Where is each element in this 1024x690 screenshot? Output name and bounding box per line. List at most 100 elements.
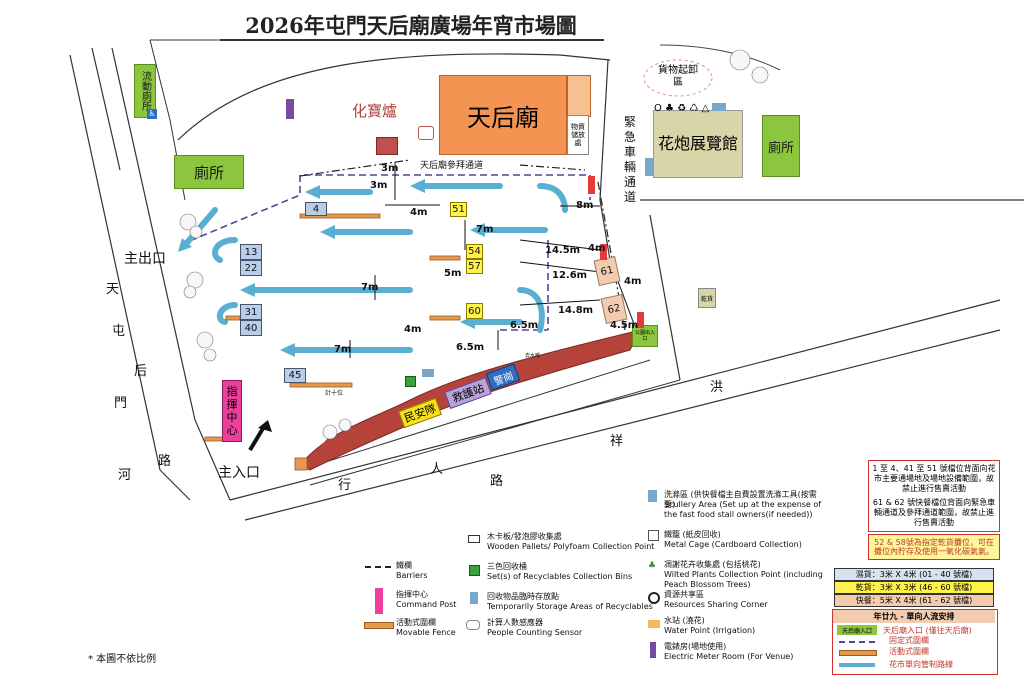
legend-fence-swatch <box>364 622 394 629</box>
note-fast: 快餐：5米 X 4米 (61 - 62 號檔) <box>834 594 994 607</box>
map-title: 2026年屯門天后廟廣場年宵市場圖 <box>245 13 577 38</box>
legend-share-en: Resources Sharing Corner <box>664 600 768 609</box>
legend-command-zh: 指揮中心 <box>396 590 428 599</box>
title-underline <box>220 39 604 41</box>
legend-meter-en: Electric Meter Room (For Venue) <box>664 652 794 661</box>
legend-water-zh: 水站 (澆花) <box>664 616 705 625</box>
tin-hau-temple: 天后廟 <box>439 75 567 155</box>
note-dry: 乾貨：3米 X 3米 (46 - 60 號檔) <box>834 581 994 594</box>
unloading-area: 貨物起卸區 <box>658 65 698 88</box>
legend-storage-icon <box>470 592 478 604</box>
accessible-icon: ♿ <box>147 109 157 119</box>
water-label: 去水喉 <box>525 353 541 359</box>
legend-meter-icon <box>650 642 656 658</box>
dim: 4m <box>410 207 428 218</box>
meter-room <box>286 99 294 119</box>
storage-marker <box>645 158 653 176</box>
road-hungcheung-3: 路 <box>490 474 504 489</box>
road-river-1: 天 <box>106 282 120 297</box>
road-river-3: 門 <box>114 396 128 411</box>
counter-label: 計十位 <box>325 390 344 397</box>
legend-wilted-zh: 凋謝花卉收集處 (包括桃花) <box>664 560 761 569</box>
stall[interactable]: 45 <box>284 368 306 383</box>
furnace <box>376 137 398 155</box>
recycle-area-icon <box>418 126 434 140</box>
stall[interactable]: 40 <box>240 320 262 336</box>
dim: 8m <box>576 200 594 211</box>
legend-pallet-zh: 木卡板/發泡膠收集處 <box>487 532 562 541</box>
stall[interactable]: 60 <box>466 303 483 319</box>
note-wet: 濕貨：3米 X 4米 (01 - 40 號檔) <box>834 568 994 581</box>
stall[interactable]: 54 <box>466 244 483 259</box>
dim: 12.6m <box>552 270 588 281</box>
flow-entry-swatch: 天后廟入口 <box>837 625 877 635</box>
dim: 5m <box>444 268 462 279</box>
flower-exhibition-hall: 花炮展覽館 <box>653 110 743 178</box>
mobile-toilet: 流動廁所 <box>134 64 156 118</box>
flow-movable-label: 活動式圍欄 <box>889 647 929 656</box>
flow-legend: 年廿九 - 單向人流安排 天后廟入口 天后廟入口 (僅往天后廟) 固定式圍欄 活… <box>832 609 998 675</box>
command-post: 指揮中心 <box>222 380 242 442</box>
legend-wilted-icon: ♣ <box>648 561 657 571</box>
dim: 3m <box>381 163 399 174</box>
legend-share-zh: 資源共享區 <box>664 590 704 599</box>
park-entrance: 公園出入口 <box>632 325 658 347</box>
flow-movable-swatch <box>839 650 877 656</box>
notes-red-text: 1 至 4、41 至 51 號檔位背面向花市主要通場地及場地設備範圍，故禁止進行… <box>872 464 996 493</box>
stall[interactable]: 31 <box>240 304 262 320</box>
legend-sensor-icon <box>466 620 480 630</box>
road-river-4: 河 <box>118 468 132 483</box>
legend-cage-en: Metal Cage (Cardboard Collection) <box>664 540 802 549</box>
legend-wilted-en: Wilted Plants Collection Point (includin… <box>664 570 823 589</box>
notes-red-text-2: 61 & 62 號快餐檔位背面向緊急車輛通道及參拜通道範圍，故禁止進行售賣活動 <box>872 498 996 527</box>
legend-fence-en: Movable Fence <box>396 628 456 637</box>
legend-storage-en: Temporarily Storage Areas of Recyclables <box>487 602 653 611</box>
main-entrance: 主入口 <box>218 465 260 481</box>
legend-barrier-en: Barriers <box>396 571 428 580</box>
legend-pallet-en: Wooden Pallets/ Polyfoam Collection Poin… <box>487 542 655 551</box>
legend-water-en: Water Point (Irrigation) <box>664 626 756 635</box>
temple-path-label: 天后廟參拜通道 <box>420 161 484 171</box>
stall[interactable]: 22 <box>240 260 262 276</box>
flow-route-swatch <box>839 663 875 667</box>
road-river-2: 屯 <box>112 324 126 339</box>
dim: 3m <box>370 180 388 191</box>
stall[interactable]: 51 <box>450 202 467 217</box>
storage-icon <box>422 369 434 377</box>
legend-fence-zh: 活動式圍欄 <box>396 618 436 627</box>
legend-scullery-en: Scullery Area (Set up at the expense of … <box>664 500 822 519</box>
road-hungcheung-1: 洪 <box>710 380 724 395</box>
material-store: 物資儲放處 <box>567 115 589 155</box>
temple-annex <box>567 75 591 117</box>
main-exit: 主出口 <box>124 251 166 267</box>
scale-note: * 本圖不依比例 <box>88 654 157 665</box>
recycle-bin-icon <box>405 376 416 387</box>
toilet-right: 廁所 <box>762 115 800 177</box>
legend-water-icon <box>648 620 660 628</box>
flow-entry-label: 天后廟入口 (僅往天后廟) <box>883 626 972 635</box>
legend-barrier-swatch <box>365 566 391 570</box>
legend-bins-en: Set(s) of Recyclables Collection Bins <box>487 572 633 581</box>
flow-fixed-swatch <box>839 641 875 643</box>
legend-bins-zh: 三色回收桶 <box>487 562 527 571</box>
road-pedestrian-1: 行 <box>338 478 352 493</box>
stall[interactable]: 13 <box>240 244 262 260</box>
dim: 7m <box>476 224 494 235</box>
dim: 7m <box>361 282 379 293</box>
legend-cage-zh: 鐵籠 (紙皮回收) <box>664 530 721 539</box>
dim: 4m <box>404 324 422 335</box>
legend-sensor-en: People Counting Sensor <box>487 628 583 637</box>
legend-bins-icon <box>469 565 480 576</box>
legend-share-icon <box>648 592 660 604</box>
dim: 4.5m <box>610 320 639 331</box>
fire-marker <box>600 244 607 260</box>
dim: 6.5m <box>456 342 485 353</box>
flow-title: 年廿九 - 單向人流安排 <box>833 610 995 623</box>
dry-mark: 乾貨 <box>698 288 716 308</box>
stall[interactable]: 4 <box>305 202 327 216</box>
stall[interactable]: 57 <box>466 259 483 274</box>
dim: 4m <box>588 243 606 254</box>
fire-marker <box>588 176 595 194</box>
legend-scullery-icon <box>648 490 657 502</box>
